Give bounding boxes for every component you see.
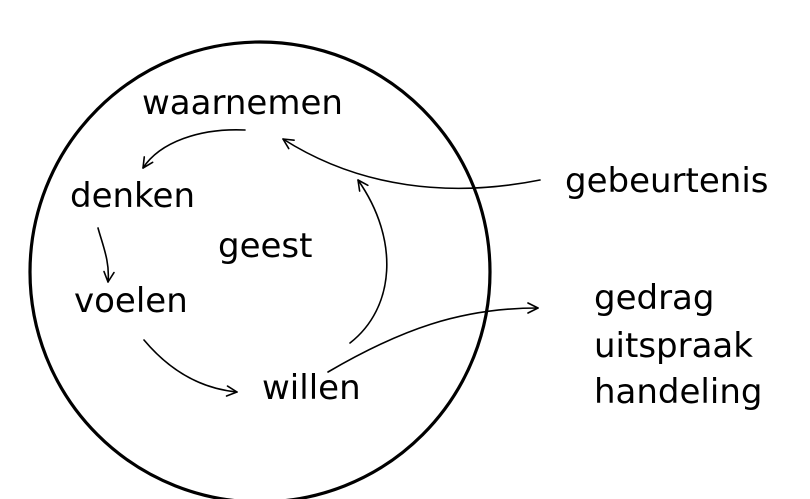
node-denken: denken	[70, 176, 195, 216]
arrow-gebeurtenis-to-waarnemen	[282, 138, 541, 190]
output-label-gedrag: gedrag	[594, 278, 714, 318]
mind-circle	[28, 40, 492, 499]
arrow-waarnemen-to-denken	[142, 129, 246, 169]
arrow-willen-to-gedrag	[327, 302, 539, 373]
output-label-uitspraak: uitspraak	[594, 326, 753, 366]
arrow-denken-to-voelen	[97, 227, 115, 283]
center-label-geest: geest	[218, 226, 312, 266]
output-label-handeling: handeling	[594, 372, 762, 412]
arrow-willen-to-waarnemen	[349, 179, 388, 344]
arrow-voelen-to-willen	[143, 339, 238, 397]
node-willen: willen	[262, 368, 361, 408]
node-voelen: voelen	[74, 281, 188, 321]
node-waarnemen: waarnemen	[142, 83, 343, 123]
input-label-gebeurtenis: gebeurtenis	[565, 161, 769, 201]
